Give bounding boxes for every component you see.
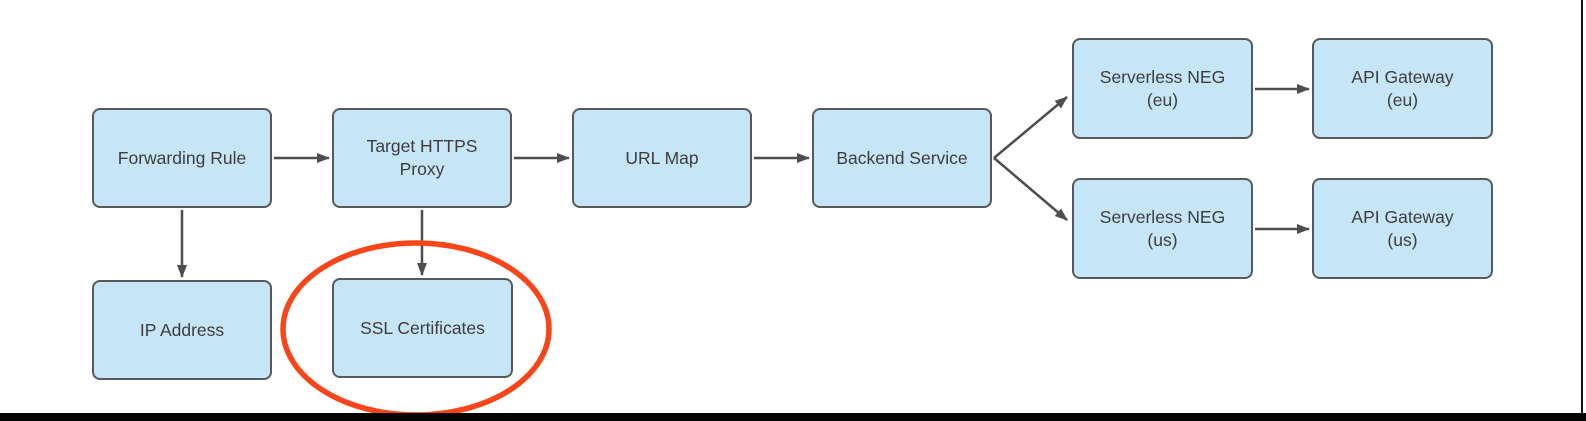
node-forwarding-rule-label: Forwarding Rule xyxy=(117,147,247,168)
node-url-map-label: URL Map xyxy=(625,147,699,168)
node-serverless-neg-us: Serverless NEG (us) xyxy=(1072,178,1253,279)
node-ssl-certificates-label: SSL Certificates xyxy=(360,317,485,338)
node-serverless-neg-eu: Serverless NEG (eu) xyxy=(1072,38,1253,139)
node-api-gateway-eu-label: API Gateway (eu) xyxy=(1351,66,1454,110)
frame-bottom-bar xyxy=(0,413,1586,421)
node-url-map: URL Map xyxy=(572,108,752,208)
frame-right-line xyxy=(1581,0,1583,421)
node-ip-address-label: IP Address xyxy=(139,319,225,340)
edge-backend-service-to-serverless-neg-us xyxy=(993,157,1068,221)
node-api-gateway-eu: API Gateway (eu) xyxy=(1312,38,1493,139)
node-target-https-proxy: Target HTTPS Proxy xyxy=(332,108,512,208)
node-serverless-neg-us-label: Serverless NEG (us) xyxy=(1099,206,1226,250)
node-api-gateway-us: API Gateway (us) xyxy=(1312,178,1493,279)
node-backend-service: Backend Service xyxy=(812,108,992,208)
node-serverless-neg-eu-label: Serverless NEG (eu) xyxy=(1099,66,1226,110)
node-api-gateway-us-label: API Gateway (us) xyxy=(1351,206,1454,250)
node-forwarding-rule: Forwarding Rule xyxy=(92,108,272,208)
edge-backend-service-to-serverless-neg-eu xyxy=(993,96,1068,159)
node-ssl-certificates: SSL Certificates xyxy=(332,278,513,378)
node-backend-service-label: Backend Service xyxy=(836,147,968,168)
node-target-https-proxy-label: Target HTTPS Proxy xyxy=(366,136,478,179)
node-ip-address: IP Address xyxy=(92,280,272,380)
